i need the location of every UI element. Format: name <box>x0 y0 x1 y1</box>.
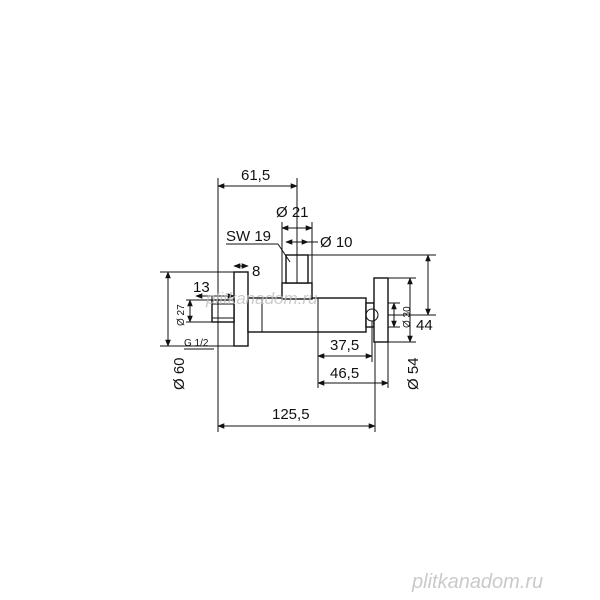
dimension-8: 8 <box>233 263 260 280</box>
dim-label-61-5: 61,5 <box>241 167 270 184</box>
dim-label-37-5: 37,5 <box>330 337 359 354</box>
dimension-46-5: 46,5 <box>317 342 389 388</box>
watermark-center: plitkanadom.ru <box>205 289 318 308</box>
dim-label-46-5: 46,5 <box>330 365 359 382</box>
dim-label-13: 13 <box>193 279 210 296</box>
outlet-connector <box>365 302 375 328</box>
dim-label-44: 44 <box>416 317 433 334</box>
dim-label-8: 8 <box>252 263 260 280</box>
dim-label-125-5: 125,5 <box>272 406 310 423</box>
thread-label: G 1/2 <box>184 338 214 350</box>
main-body <box>247 297 367 333</box>
wall-flange <box>233 271 249 347</box>
dim-label-diameter-10: Ø 10 <box>320 234 353 251</box>
dimension-diameter-27: Ø 27 <box>176 299 212 326</box>
dim-label-diameter-30: Ø 30 <box>402 306 413 328</box>
dimension-37-5: 37,5 <box>317 321 373 362</box>
dimension-61-5: 61,5 <box>217 167 298 272</box>
dim-label-g-1-2: G 1/2 <box>184 338 209 349</box>
dimension-diameter-60: Ø 60 <box>160 271 248 390</box>
dim-label-diameter-27: Ø 27 <box>176 304 187 326</box>
dimension-125-5: 125,5 <box>217 272 376 432</box>
dim-label-diameter-60: Ø 60 <box>171 357 188 390</box>
valve-body <box>211 254 389 347</box>
dim-label-sw19: SW 19 <box>226 228 271 245</box>
dim-label-diameter-21: Ø 21 <box>276 204 309 221</box>
dimension-sw19-diameter-10: SW 19 Ø 10 <box>226 228 353 263</box>
dimension-diameter-54: Ø 54 <box>388 277 422 390</box>
dim-label-diameter-54: Ø 54 <box>405 357 422 390</box>
dimension-diameter-21: Ø 21 <box>276 204 313 283</box>
outlet-nut <box>373 277 389 343</box>
dimension-44: 44 <box>297 254 436 334</box>
watermark-corner: plitkanadom.ru <box>411 571 543 593</box>
